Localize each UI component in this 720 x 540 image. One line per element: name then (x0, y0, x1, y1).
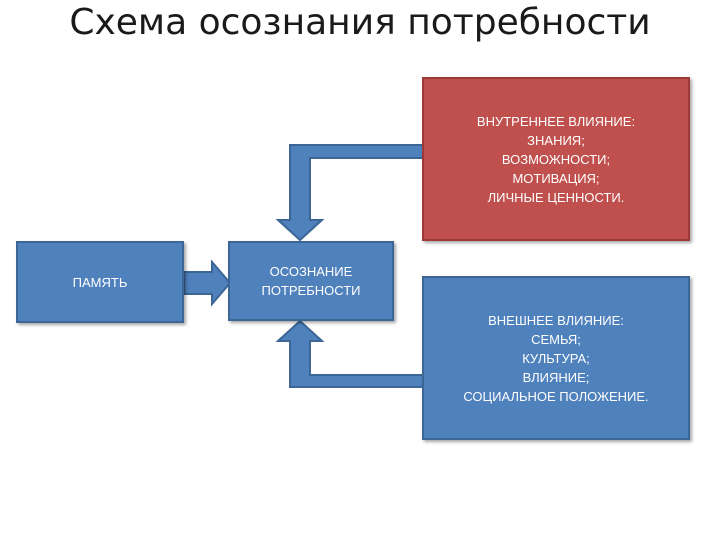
memory-label: ПАМЯТЬ (72, 274, 128, 290)
internal-influence-item: ВОЗМОЖНОСТИ; (501, 151, 611, 167)
external-influence-item: КУЛЬТУРА; (522, 350, 590, 366)
need-awareness-box: ОСОЗНАНИЕ ПОТРЕБНОСТИ (228, 241, 394, 321)
internal-influence-item: ЗНАНИЯ; (527, 132, 585, 148)
arrow-memory-to-awareness (183, 259, 232, 307)
internal-influence-item: МОТИВАЦИЯ; (512, 170, 600, 186)
external-influence-item: СОЦИАЛЬНОЕ ПОЛОЖЕНИЕ. (463, 388, 649, 404)
need-awareness-line-2: ПОТРЕБНОСТИ (261, 283, 361, 298)
diagram-title: Схема осознания потребности (69, 2, 651, 43)
arrow-external-to-awareness (275, 319, 425, 388)
external-influence-item: ВЛИЯНИЕ; (522, 369, 590, 385)
internal-influence-box: ВНУТРЕННЕЕ ВЛИЯНИЕ: ЗНАНИЯ; ВОЗМОЖНОСТИ;… (422, 77, 690, 241)
internal-influence-item: ЛИЧНЫЕ ЦЕННОСТИ. (487, 189, 625, 205)
external-influence-heading: ВНЕШНЕЕ ВЛИЯНИЕ: (488, 312, 624, 328)
external-influence-item: СЕМЬЯ; (531, 331, 581, 347)
arrow-internal-to-awareness (275, 144, 425, 242)
external-influence-box: ВНЕШНЕЕ ВЛИЯНИЕ: СЕМЬЯ; КУЛЬТУРА; ВЛИЯНИ… (422, 276, 690, 440)
need-awareness-line-1: ОСОЗНАНИЕ (269, 264, 353, 279)
internal-influence-heading: ВНУТРЕННЕЕ ВЛИЯНИЕ: (476, 113, 636, 129)
memory-box: ПАМЯТЬ (16, 241, 184, 323)
